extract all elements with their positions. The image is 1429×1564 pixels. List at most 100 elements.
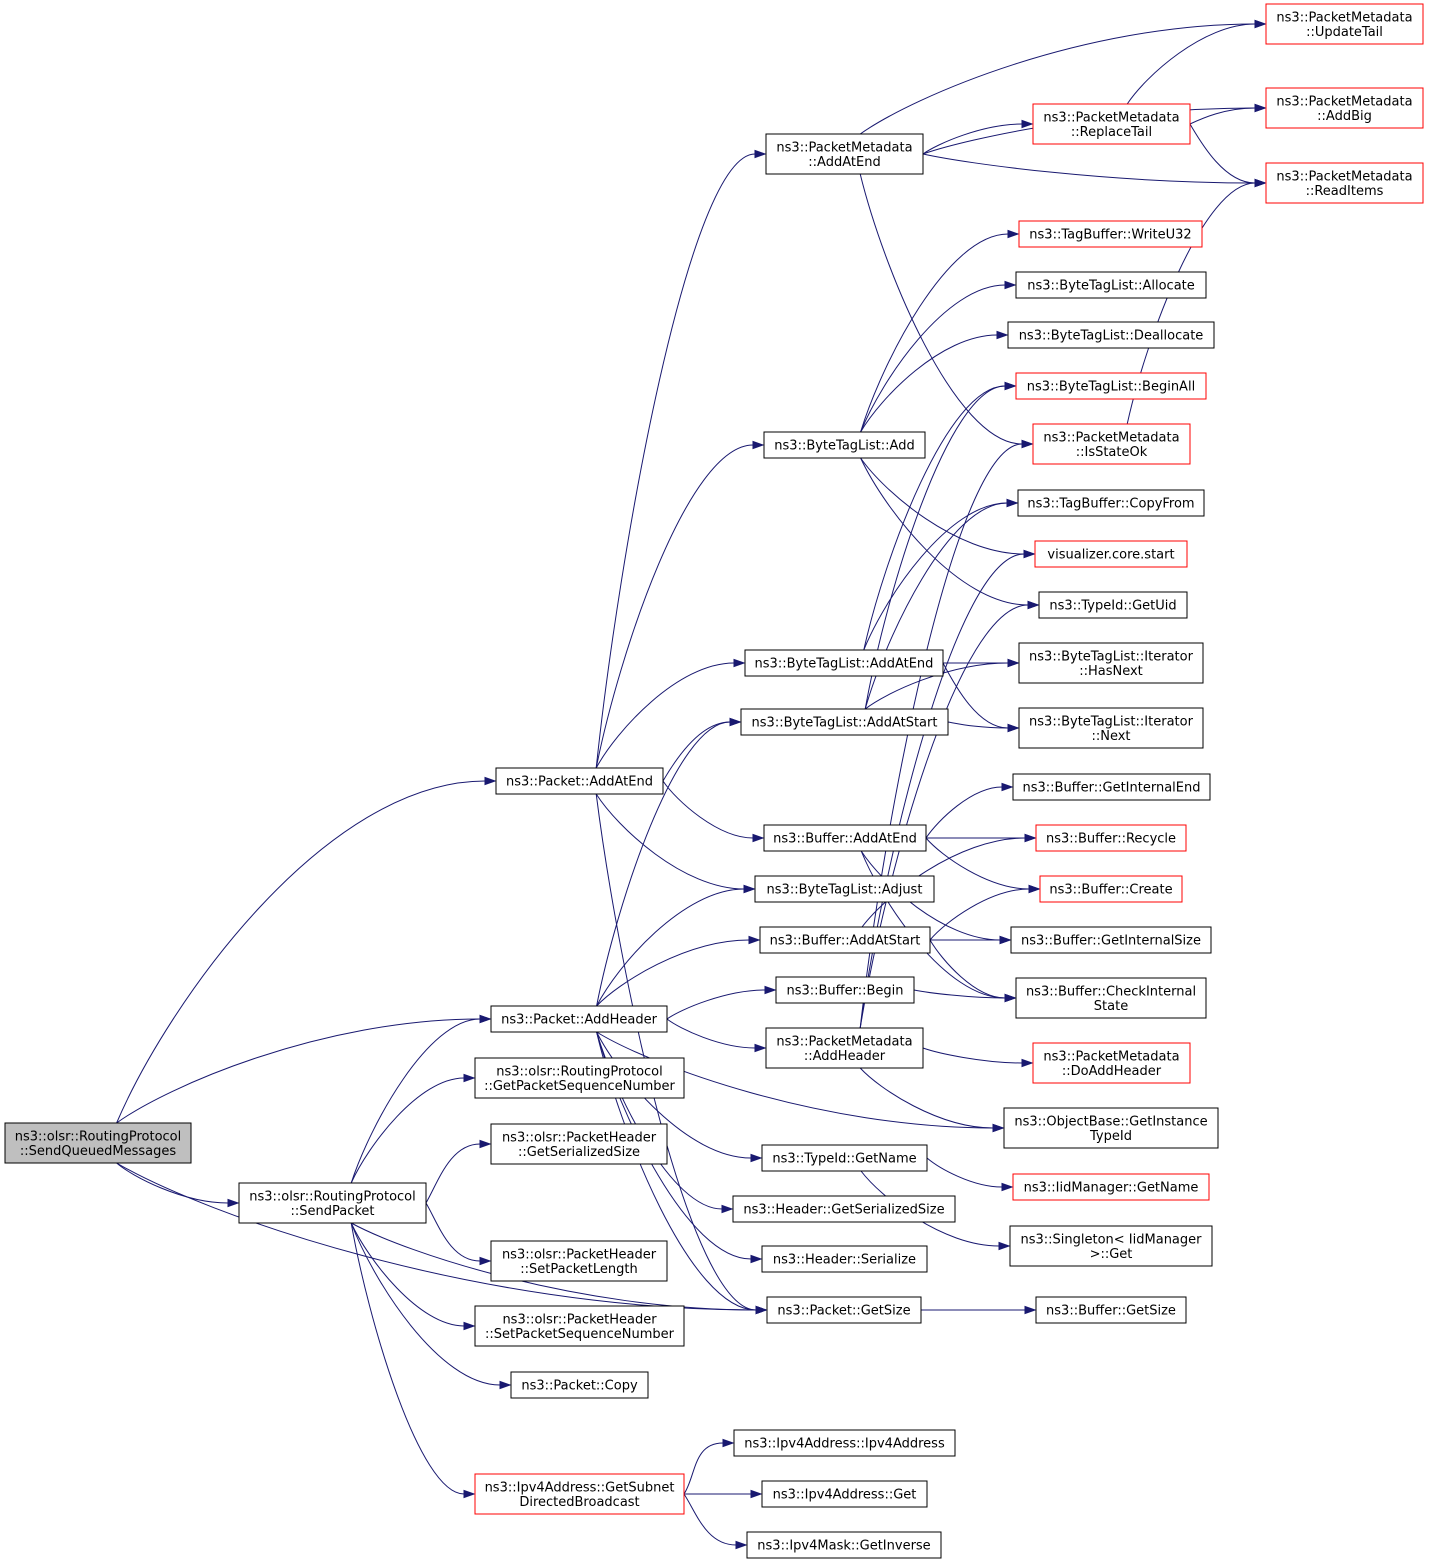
node-buf-begin[interactable]: ns3::Buffer::Begin <box>775 976 915 1004</box>
node-ph-setlen[interactable]: ns3::olsr::PacketHeader::SetPacketLength <box>490 1240 668 1282</box>
node-label: ns3::Header::GetSerializedSize <box>743 1203 944 1218</box>
call-edge <box>425 1202 492 1266</box>
node-ph-getser[interactable]: ns3::olsr::PacketHeader::GetSerializedSi… <box>490 1123 668 1165</box>
arrowhead <box>499 1380 512 1390</box>
arrowhead <box>1024 833 1037 843</box>
node-buf-recycle[interactable]: ns3::Buffer::Recycle <box>1035 824 1187 852</box>
node-box <box>1015 271 1207 299</box>
node-hdr-serialize[interactable]: ns3::Header::Serialize <box>761 1245 928 1273</box>
arrowhead <box>479 1014 492 1024</box>
node-typeid-getname[interactable]: ns3::TypeId::GetName <box>761 1144 928 1172</box>
call-edge <box>864 658 1020 710</box>
node-box <box>761 1144 928 1172</box>
node-get-pkt-seq[interactable]: ns3::olsr::RoutingProtocol::GetPacketSeq… <box>474 1057 685 1099</box>
node-label: ::AddBig <box>1317 109 1372 124</box>
node-btl-deallocate[interactable]: ns3::ByteTagList::Deallocate <box>1007 321 1215 349</box>
node-label: ns3::PacketMetadata <box>1276 94 1412 109</box>
node-btl-it-hasnext[interactable]: ns3::ByteTagList::Iterator::HasNext <box>1018 642 1204 684</box>
call-edge <box>864 498 1019 710</box>
arrowhead <box>750 1489 763 1499</box>
node-label: ns3::PacketMetadata <box>1276 10 1412 25</box>
node-label: ns3::PacketMetadata <box>1043 430 1179 445</box>
node-buf-addatstart[interactable]: ns3::Buffer::AddAtStart <box>759 926 931 954</box>
node-buf-getintend[interactable]: ns3::Buffer::GetInternalEnd <box>1012 773 1211 801</box>
node-label: ::SendQueuedMessages <box>20 1144 176 1159</box>
node-ipv4-subnet[interactable]: ns3::Ipv4Address::GetSubnetDirectedBroad… <box>474 1473 685 1515</box>
node-label: ::ReadItems <box>1306 184 1384 199</box>
node-box <box>1032 423 1191 465</box>
node-ipv4-ctor[interactable]: ns3::Ipv4Address::Ipv4Address <box>733 1429 956 1457</box>
node-label: DirectedBroadcast <box>519 1495 639 1510</box>
node-pm-readitems[interactable]: ns3::PacketMetadata::ReadItems <box>1265 162 1424 204</box>
node-buf-getintsize[interactable]: ns3::Buffer::GetInternalSize <box>1010 926 1212 954</box>
node-label: ns3::TagBuffer::WriteU32 <box>1029 228 1191 243</box>
node-btl-addatstart[interactable]: ns3::ByteTagList::AddAtStart <box>740 708 949 736</box>
call-nodes: ns3::olsr::RoutingProtocol::SendQueuedMe… <box>4 3 1424 1559</box>
arrowhead <box>1021 119 1034 129</box>
node-root[interactable]: ns3::olsr::RoutingProtocol::SendQueuedMe… <box>4 1122 192 1164</box>
node-label: ns3::PacketMetadata <box>1043 1049 1179 1064</box>
node-box <box>1039 875 1183 903</box>
call-edge <box>662 780 765 843</box>
node-box <box>238 1182 427 1224</box>
node-pm-addheader[interactable]: ns3::PacketMetadata::AddHeader <box>765 1027 924 1069</box>
node-box <box>510 1371 649 1399</box>
node-pkt-getsize[interactable]: ns3::Packet::GetSize <box>766 1296 922 1324</box>
node-btl-beginall[interactable]: ns3::ByteTagList::BeginAll <box>1015 372 1207 400</box>
node-pkt-addheader[interactable]: ns3::Packet::AddHeader <box>490 1005 668 1033</box>
node-box <box>766 1296 922 1324</box>
node-singleton-get[interactable]: ns3::Singleton< IidManager >::Get <box>1009 1225 1213 1267</box>
node-pkt-addatend[interactable]: ns3::Packet::AddAtEnd <box>495 767 664 795</box>
call-edge <box>596 717 742 1007</box>
call-edge <box>859 600 1040 1029</box>
node-label: ::IsStateOk <box>1076 445 1148 460</box>
node-hdr-getser[interactable]: ns3::Header::GetSerializedSize <box>732 1195 956 1223</box>
node-vis-start[interactable]: visualizer.core.start <box>1034 540 1188 568</box>
node-iid-getname[interactable]: ns3::IidManager::GetName <box>1012 1173 1210 1201</box>
arrowhead <box>1007 723 1020 733</box>
call-edge <box>350 1222 512 1390</box>
node-pm-addbig[interactable]: ns3::PacketMetadata::AddBig <box>1265 87 1424 129</box>
call-edge <box>350 1014 492 1184</box>
node-pm-updatetail[interactable]: ns3::PacketMetadata::UpdateTail <box>1265 3 1424 45</box>
call-edge <box>1189 103 1267 125</box>
arrowhead <box>1004 381 1017 391</box>
node-pm-isstateok[interactable]: ns3::PacketMetadata::IsStateOk <box>1032 423 1191 465</box>
node-typeid-getuid[interactable]: ns3::TypeId::GetUid <box>1038 591 1188 619</box>
call-edge <box>942 662 1020 733</box>
node-buf-getsize[interactable]: ns3::Buffer::GetSize <box>1035 1296 1187 1324</box>
node-btl-add[interactable]: ns3::ByteTagList::Add <box>763 431 926 459</box>
node-ipv4-get[interactable]: ns3::Ipv4Address::Get <box>761 1480 928 1508</box>
node-btl-addatend[interactable]: ns3::ByteTagList::AddAtEnd <box>744 649 944 677</box>
node-pm-doaddheader[interactable]: ns3::PacketMetadata::DoAddHeader <box>1032 1042 1191 1084</box>
arrowhead <box>764 985 777 995</box>
node-btl-it-next[interactable]: ns3::ByteTagList::Iterator::Next <box>1018 707 1204 749</box>
node-pm-replacetail[interactable]: ns3::PacketMetadata::ReplaceTail <box>1032 103 1191 145</box>
arrowhead <box>1004 993 1017 1003</box>
node-buf-addatend[interactable]: ns3::Buffer::AddAtEnd <box>763 824 927 852</box>
node-label: ns3::TagBuffer::CopyFrom <box>1027 497 1194 512</box>
node-send-packet[interactable]: ns3::olsr::RoutingProtocol::SendPacket <box>238 1182 427 1224</box>
node-ipv4mask-inv[interactable]: ns3::Ipv4Mask::GetInverse <box>746 1531 942 1559</box>
call-edge <box>947 721 1020 733</box>
node-label: ns3::ObjectBase::GetInstance <box>1014 1114 1207 1129</box>
arrowhead <box>743 884 756 894</box>
node-box <box>1009 1225 1213 1267</box>
node-btl-allocate[interactable]: ns3::ByteTagList::Allocate <box>1015 271 1207 299</box>
node-pm-addatend[interactable]: ns3::PacketMetadata::AddAtEnd <box>765 133 924 175</box>
node-buf-create[interactable]: ns3::Buffer::Create <box>1039 875 1183 903</box>
call-edge <box>925 837 1041 894</box>
node-label: ns3::Buffer::Begin <box>786 984 903 999</box>
node-box <box>1017 489 1205 517</box>
arrowhead <box>463 1489 476 1499</box>
node-tb-copyfrom[interactable]: ns3::TagBuffer::CopyFrom <box>1017 489 1205 517</box>
node-label: ::SendPacket <box>290 1204 374 1219</box>
node-tb-writeu32[interactable]: ns3::TagBuffer::WriteU32 <box>1018 220 1203 248</box>
node-btl-adjust[interactable]: ns3::ByteTagList::Adjust <box>754 875 935 903</box>
arrowhead <box>996 330 1009 340</box>
node-box <box>474 1305 685 1347</box>
node-ph-setseq[interactable]: ns3::olsr::PacketHeader::SetPacketSequen… <box>474 1305 685 1347</box>
node-pkt-copy[interactable]: ns3::Packet::Copy <box>510 1371 649 1399</box>
